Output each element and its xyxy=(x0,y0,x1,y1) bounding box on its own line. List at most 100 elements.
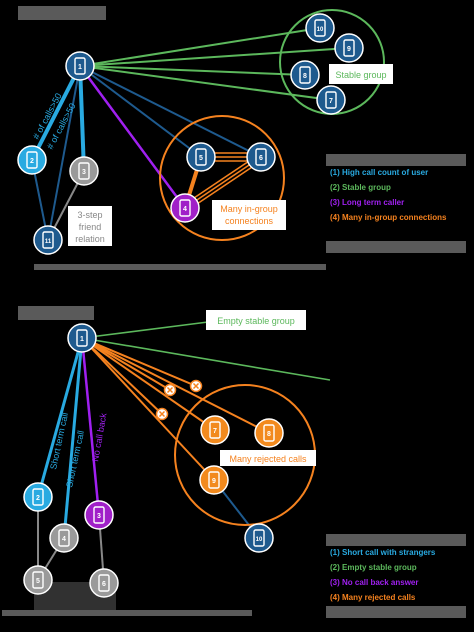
node-circle xyxy=(49,523,79,553)
three-step-callout-box xyxy=(68,206,112,246)
node-id-label: 1 xyxy=(80,336,84,343)
node-circle xyxy=(23,565,53,595)
node-id-label: 1 xyxy=(78,64,82,71)
bottom-node-6: 6 xyxy=(89,568,119,598)
node-circle xyxy=(89,568,119,598)
phone-icon xyxy=(263,424,275,442)
node-id-label: 5 xyxy=(36,578,40,585)
node-id-label: 8 xyxy=(303,73,307,80)
edge-green-1-8 xyxy=(79,65,306,76)
node-circle xyxy=(244,523,274,553)
bottom-node-10: 10 xyxy=(244,523,274,553)
ingroup-circle xyxy=(159,115,285,241)
phone-icon xyxy=(98,574,110,592)
rejected-call-x xyxy=(158,410,166,418)
bottom-legend-item: (1) Short call with strangers xyxy=(330,548,436,557)
bottom-legend-item: (2) Empty stable group xyxy=(330,563,417,572)
top-legend-item: (2) Stable group xyxy=(330,183,391,192)
edge-orange-1-8 xyxy=(81,337,270,434)
phone-icon xyxy=(255,148,267,166)
node-circle xyxy=(170,193,200,223)
many-ingroup-callout-1: Many in-group xyxy=(220,204,278,214)
bottom-section-label-bar xyxy=(18,306,94,320)
phone-icon xyxy=(195,148,207,166)
edge-orange-6-4 xyxy=(184,156,262,209)
bottom-legend-footer xyxy=(326,606,466,618)
phone-icon xyxy=(32,488,44,506)
edge-orange-1-x3 xyxy=(81,337,163,415)
top-section-label-bar xyxy=(18,6,106,20)
edge-green-1-empty xyxy=(81,321,209,339)
top-node-7: 7 xyxy=(316,85,346,115)
top-legend-item: (4) Many in-group connections xyxy=(330,213,447,222)
edge-label-short-term-a: Short term call xyxy=(48,412,70,471)
stable-group-callout-box xyxy=(329,64,393,84)
top-node-1: 1 xyxy=(65,51,95,81)
phone-icon xyxy=(314,19,326,37)
node-circle xyxy=(84,500,114,530)
node-id-label: 4 xyxy=(183,206,187,213)
node-id-label: 10 xyxy=(317,27,324,33)
top-legend-header xyxy=(326,154,466,166)
edge-lightblue-1-4 xyxy=(62,337,84,539)
bottom-node-7: 7 xyxy=(200,415,230,445)
node-id-label: 11 xyxy=(45,239,52,245)
node-circle xyxy=(200,415,230,445)
node-id-label: 7 xyxy=(329,98,333,105)
bottom-legend-item: (4) Many rejected calls xyxy=(330,593,416,602)
edge-orange-1-x2 xyxy=(81,337,197,387)
rejected-call-icon xyxy=(163,383,177,397)
phone-icon xyxy=(208,471,220,489)
node-circle xyxy=(316,85,346,115)
node-circle xyxy=(17,145,47,175)
edge-lightblue-1-2 xyxy=(30,65,82,161)
bottom-node-2: 2 xyxy=(23,482,53,512)
many-ingroup-callout-2: connections xyxy=(225,216,274,226)
phone-icon xyxy=(179,199,191,217)
top-node-9: 9 xyxy=(334,33,364,63)
phone-icon xyxy=(93,506,105,524)
phone-icon xyxy=(325,91,337,109)
node-circle xyxy=(290,60,320,90)
edge-green-1-9 xyxy=(79,47,350,67)
top-legend-item: (1) High call count of user xyxy=(330,168,429,177)
node-circle xyxy=(334,33,364,63)
empty-stable-callout: Empty stable group xyxy=(217,316,295,326)
phone-icon xyxy=(42,231,54,249)
top-node-2: 2 xyxy=(17,145,47,175)
node-id-label: 3 xyxy=(97,513,101,520)
node-circle xyxy=(23,482,53,512)
node-circle xyxy=(186,142,216,172)
edge-label-short-term-b: Short term call xyxy=(64,430,86,489)
node-circle xyxy=(246,142,276,172)
top-node-6: 6 xyxy=(246,142,276,172)
phone-icon xyxy=(78,162,90,180)
edge-purple-1-4 xyxy=(78,65,187,209)
many-ingroup-callout-box xyxy=(212,200,286,230)
bottom-node-5: 5 xyxy=(23,565,53,595)
bottom-legend-header xyxy=(326,534,466,546)
node-id-label: 6 xyxy=(102,581,106,588)
top-node-5: 5 xyxy=(186,142,216,172)
phone-icon xyxy=(253,529,265,547)
edge-orange-1-7 xyxy=(81,337,216,431)
node-id-label: 8 xyxy=(267,431,271,438)
bottom-node-3: 3 xyxy=(84,500,114,530)
node-circle xyxy=(69,156,99,186)
node-id-label: 5 xyxy=(199,155,203,162)
edge-label-no-call-back: No call back xyxy=(90,412,108,463)
phone-icon xyxy=(343,39,355,57)
rejected-call-x xyxy=(166,386,174,394)
edge-purple-1-3 xyxy=(80,337,101,516)
bottom-node-4: 4 xyxy=(49,523,79,553)
node-circle xyxy=(33,225,63,255)
node-circle xyxy=(65,51,95,81)
top-node-4: 4 xyxy=(170,193,200,223)
phone-icon xyxy=(32,571,44,589)
three-step-callout-1: 3-step xyxy=(77,210,102,220)
node-id-label: 10 xyxy=(256,537,263,543)
